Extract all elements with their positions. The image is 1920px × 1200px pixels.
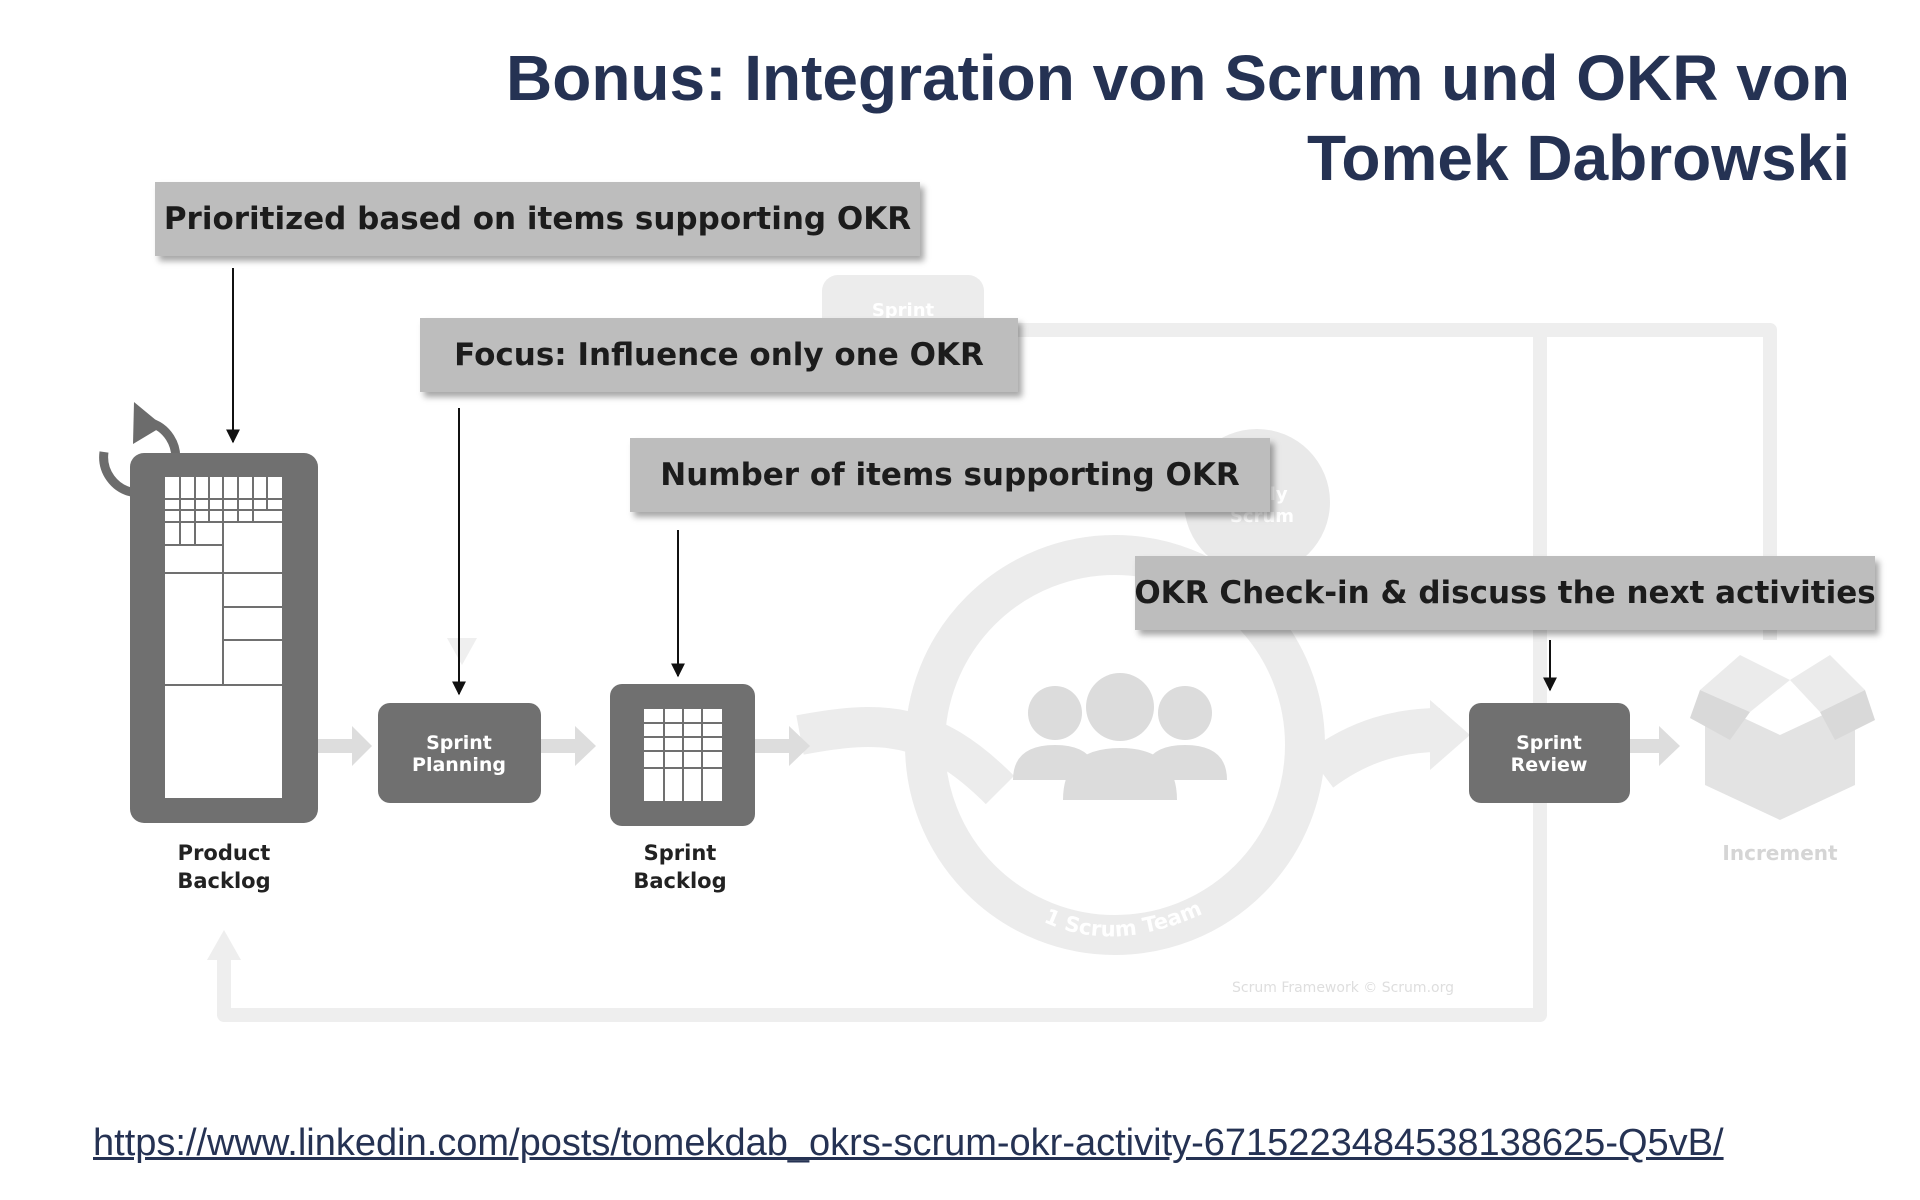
sprint-planning: Sprint Planning [378,638,541,803]
box-icon [1690,655,1875,820]
callout-arrows [226,268,1557,696]
copyright-label: Scrum Framework © Scrum.org [1232,980,1454,996]
callout-number-items: Number of items supporting OKR [630,438,1270,512]
source-link[interactable]: https://www.linkedin.com/posts/tomekdab_… [93,1122,1724,1164]
feedback-loop-lines [217,323,1777,1022]
sprint-planning-label-2: Planning [412,754,506,776]
team-icon [1013,673,1227,800]
sprint-backlog-label-2: Backlog [633,869,726,893]
callout-prioritized: Prioritized based on items supporting OK… [155,182,920,256]
product-backlog: Product Backlog [130,453,318,893]
sprint-backlog: Sprint Backlog [610,684,755,893]
sprint-review-label-1: Sprint [1516,732,1582,754]
sprint-review: Sprint Review [1469,703,1630,803]
increment-label: Increment [1722,841,1838,865]
product-backlog-label-2: Backlog [177,869,270,893]
title-line-2: Tomek Dabrowski [1307,122,1850,194]
sprint-tab-label: Sprint [872,300,935,321]
slide-title: Bonus: Integration von Scrum und OKR von… [350,38,1850,198]
callout-checkin: OKR Check-in & discuss the next activiti… [1134,556,1876,630]
sprint-backlog-label-1: Sprint [644,841,717,865]
sprint-review-label-2: Review [1511,754,1588,776]
product-backlog-label-1: Product [178,841,271,865]
flow-arrows [318,726,1680,766]
sprint-planning-label-1: Sprint [426,732,492,754]
loop-arrow-head [207,930,241,960]
title-line-1: Bonus: Integration von Scrum und OKR von [506,42,1850,114]
callout-focus: Focus: Influence only one OKR [420,318,1018,392]
